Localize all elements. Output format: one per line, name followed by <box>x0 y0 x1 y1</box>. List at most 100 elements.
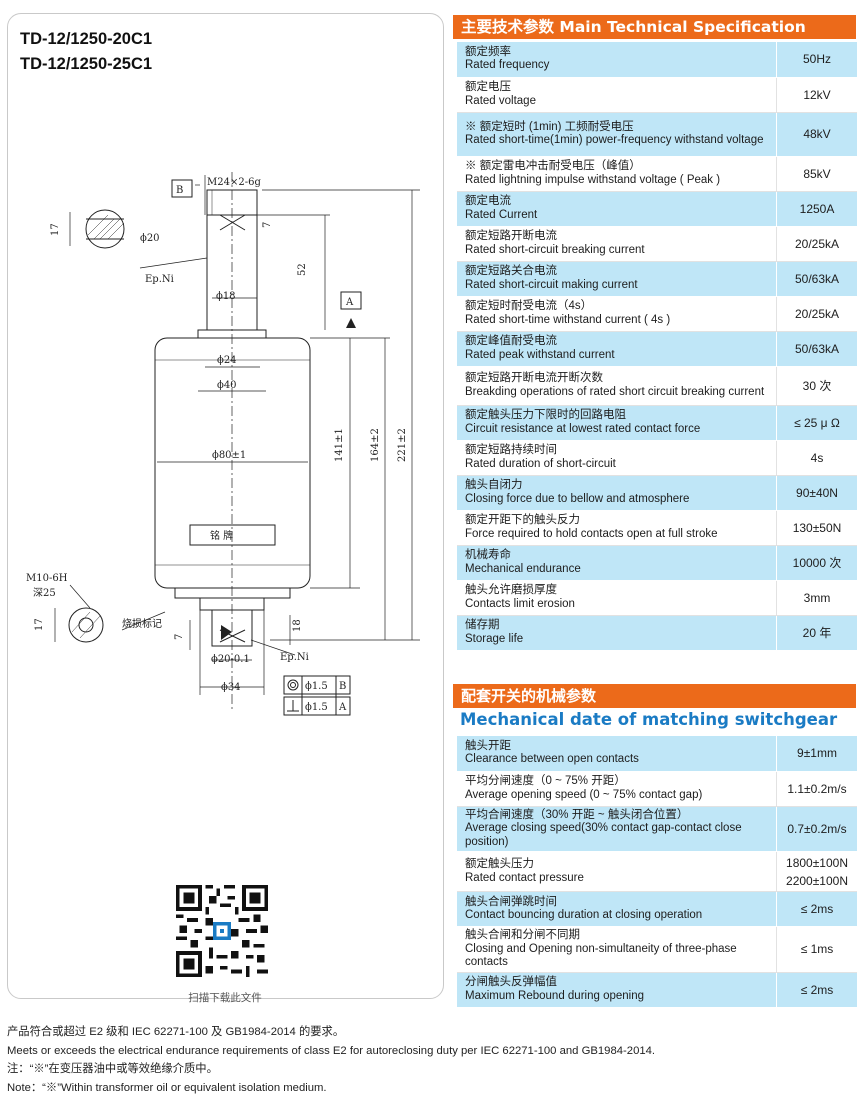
row-value: ≤ 1ms <box>776 926 857 973</box>
value-text: ≤ 2ms <box>800 902 834 916</box>
value-text: 1250A <box>799 201 835 216</box>
spec-title: 主要技术参数 Main Technical Specification <box>453 15 856 39</box>
value-text: 30 次 <box>802 379 832 393</box>
label-english: Contacts limit erosion <box>465 597 575 610</box>
dim-7-bottom: 7 <box>174 634 185 640</box>
label-english: Rated contact pressure <box>465 871 584 884</box>
ep-ni-bottom: Ep.Ni <box>280 652 309 663</box>
tolerance-1-ref: B <box>339 681 346 692</box>
note-line-4: Note：“※”Within transformer oil or equiva… <box>7 1081 327 1094</box>
phi18: ϕ18 <box>216 291 236 302</box>
label-chinese: 额定触头压力下限时的回路电阻 <box>465 409 626 421</box>
label-chinese: 平均合闸速度（30% 开距 ~ 触头闭合位置） <box>465 808 689 821</box>
row-value: 9±1mm <box>776 736 857 772</box>
label-chinese: 触头允许磨损厚度 <box>465 584 557 596</box>
label-chinese: 额定短路开断电流 <box>465 230 557 242</box>
row-label: 额定短时耐受电流（4s）Rated short-time withstand c… <box>457 296 777 332</box>
row-value: 1.1±0.2m/s <box>776 771 857 807</box>
mech-title: 配套开关的机械参数 <box>453 684 856 708</box>
value-text: 90±40N <box>796 485 838 500</box>
phi20-top: ϕ20 <box>140 233 160 244</box>
label-english: Rated peak withstand current <box>465 348 615 361</box>
dim-17-bottom: 17 <box>34 618 45 631</box>
table-row: 平均合闸速度（30% 开距 ~ 触头闭合位置）Average closing s… <box>457 806 857 852</box>
model-name-2: TD-12/1250-25C1 <box>20 55 153 73</box>
row-value: ≤ 2ms <box>776 972 857 1008</box>
row-value: 20/25kA <box>776 226 857 262</box>
label-english: Circuit resistance at lowest rated conta… <box>465 422 701 435</box>
label-chinese: 额定电流 <box>465 195 511 207</box>
label-english: Contact bouncing duration at closing ope… <box>465 909 703 921</box>
row-label: ※ 额定雷电冲击耐受电压（峰值）Rated lightning impulse … <box>457 156 777 192</box>
value-text: 20/25kA <box>794 306 840 321</box>
value-text: 1800±100N <box>786 855 848 870</box>
value-text: 20/25kA <box>794 236 840 251</box>
label-chinese: 触头开距 <box>465 739 511 752</box>
qr-caption: 扫描下载此文件 <box>188 992 262 1004</box>
label-chinese: ※ 额定短时 (1min) 工频耐受电压 <box>465 120 634 133</box>
row-value: 50Hz <box>776 42 857 78</box>
dim-17-top: 17 <box>50 223 61 236</box>
dim-164: 164±2 <box>370 428 381 462</box>
note-line-2: Meets or exceeds the electrical enduranc… <box>7 1044 656 1057</box>
dim-7-top: 7 <box>262 222 273 228</box>
value-text: 9±1mm <box>797 746 837 761</box>
tolerance-2-value: ϕ1.5 <box>305 702 328 713</box>
label-english: Closing and Opening non-simultaneity of … <box>465 942 737 969</box>
row-value: 4s <box>776 440 857 476</box>
row-value: 1250A <box>776 191 857 227</box>
label-chinese: ※ 额定雷电冲击耐受电压（峰值） <box>465 160 641 172</box>
label-english: Rated short-time(1min) power-frequency w… <box>465 134 764 146</box>
label-chinese: 触头合闸和分闸不同期 <box>465 929 580 941</box>
label-english: Rated voltage <box>465 94 536 107</box>
label-chinese: 额定触头压力 <box>465 858 534 870</box>
dim-18: 18 <box>292 619 303 632</box>
label-english: Mechanical endurance <box>465 562 581 575</box>
label-english: Rated short-circuit making current <box>465 278 638 291</box>
label-chinese: 额定短时耐受电流（4s） <box>465 300 593 312</box>
row-value: 12kV <box>776 77 857 113</box>
value-text: ≤ 1ms <box>800 942 834 957</box>
qr-code[interactable] <box>176 885 268 977</box>
row-value: 20 年 <box>776 615 857 651</box>
label-chinese: 机械寿命 <box>465 549 511 561</box>
label-english: Rated short-time withstand current ( 4s … <box>465 313 671 326</box>
dim-141: 141±1 <box>334 428 345 462</box>
label-chinese: 储存期 <box>465 619 500 631</box>
tolerance-2-ref: A <box>338 702 347 713</box>
row-label: 平均分闸速度（0 ~ 75% 开距）Average opening speed … <box>457 771 777 807</box>
drawing-panel <box>7 13 444 999</box>
row-value: ≤ 2ms <box>776 891 857 927</box>
row-value: 90±40N <box>776 475 857 511</box>
value-text: 48kV <box>803 127 831 141</box>
notes: 产品符合或超过 E2 级和 IEC 62271-100 及 GB1984-201… <box>7 1023 655 1097</box>
mech-subtitle: Mechanical date of matching switchgear <box>460 710 838 729</box>
phi80: ϕ80±1 <box>212 450 246 461</box>
phi34: ϕ34 <box>221 682 241 693</box>
